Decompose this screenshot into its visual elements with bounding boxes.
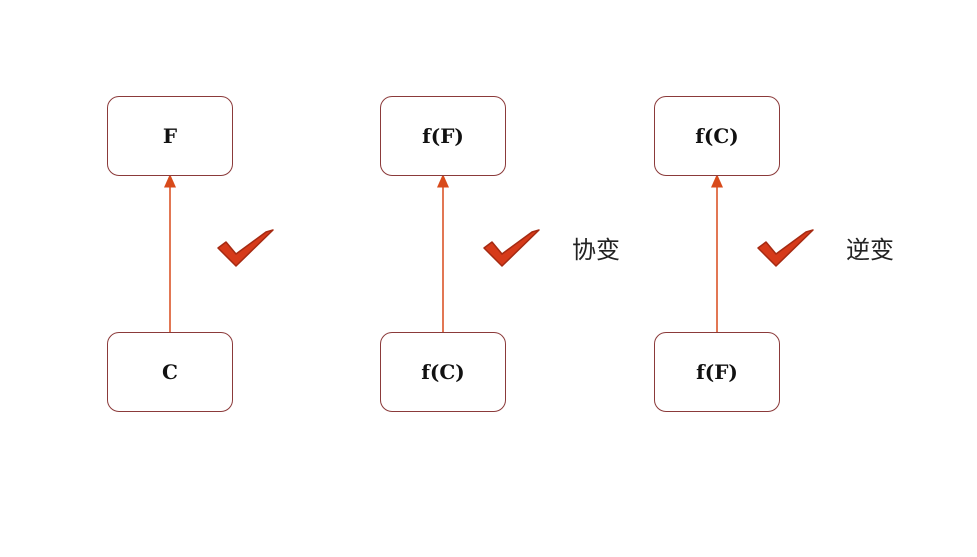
node-top-col3: f(C) — [654, 96, 780, 176]
node-label: f(C) — [695, 124, 739, 148]
node-top-col2: f(F) — [380, 96, 506, 176]
checkmark-icon — [217, 229, 274, 267]
node-bottom-col1: C — [107, 332, 233, 412]
contravariant-label: 逆变 — [846, 236, 894, 264]
checkmark-icon — [483, 229, 540, 267]
covariant-label: 协变 — [572, 236, 620, 264]
node-bottom-col3: f(F) — [654, 332, 780, 412]
node-label: C — [162, 360, 178, 384]
node-label: f(C) — [421, 360, 465, 384]
node-label: F — [162, 124, 178, 148]
node-bottom-col2: f(C) — [380, 332, 506, 412]
node-label: f(F) — [422, 124, 464, 148]
checkmark-icon — [757, 229, 814, 267]
node-label: f(F) — [696, 360, 738, 384]
node-top-col1: F — [107, 96, 233, 176]
